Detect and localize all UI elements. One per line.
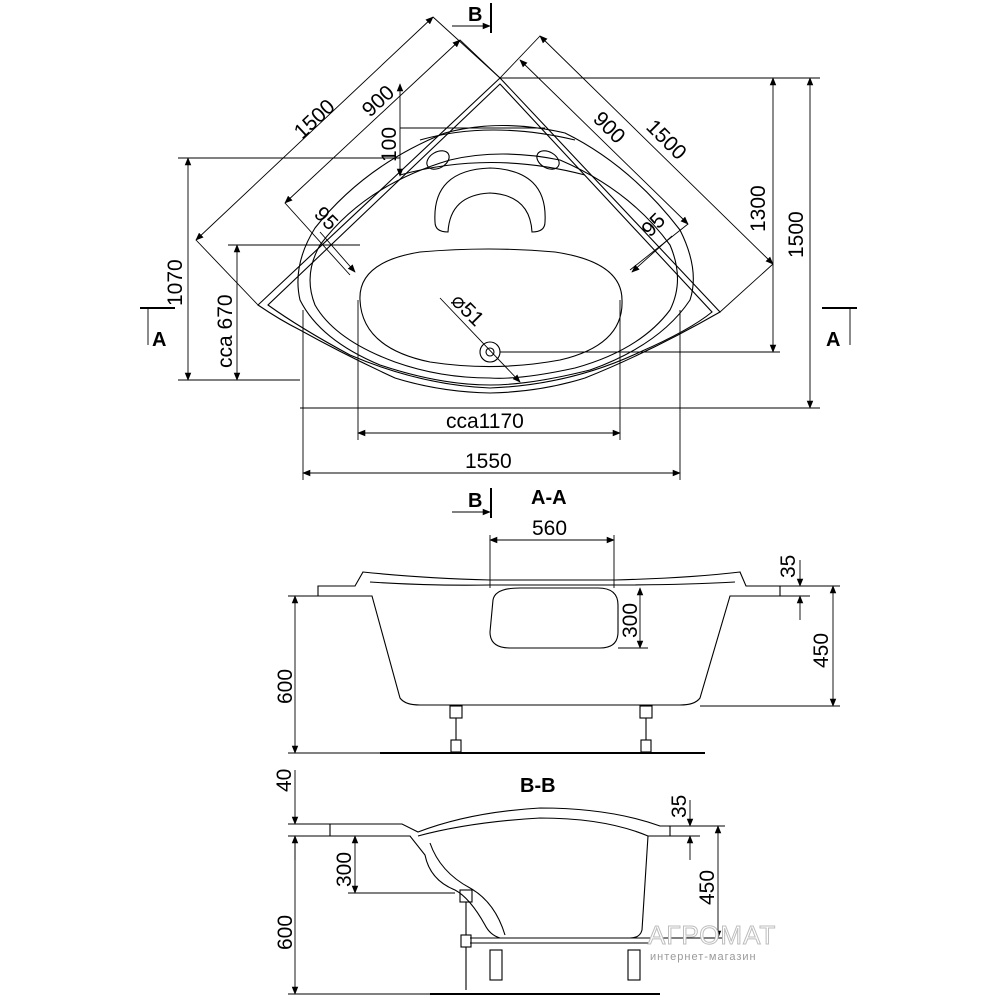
dim-40-bb: 40: [273, 769, 296, 792]
dim-600-aa: 600: [274, 669, 297, 704]
dim-900-right: 900: [588, 107, 629, 148]
dim-100-top: 100: [378, 127, 401, 162]
dim-300-bb: 300: [333, 852, 356, 887]
dim-450-aa: 450: [810, 633, 833, 668]
dim-drain: ⌀51: [446, 289, 488, 331]
watermark-tagline: интернет-магазин: [650, 951, 757, 963]
dim-1500-right: 1500: [641, 115, 690, 164]
dim-600-bb: 600: [274, 915, 297, 950]
dim-450-bb: 450: [696, 870, 719, 905]
dim-560: 560: [532, 517, 567, 540]
section-aa-marker-b: B: [468, 490, 482, 512]
section-b-b-title: B-B: [520, 775, 556, 797]
plan-view: [140, 3, 857, 480]
dim-cca1170: cca1170: [446, 410, 524, 433]
dim-300-aa: 300: [619, 603, 642, 638]
dim-1500-left: 1500: [290, 95, 340, 144]
section-b-b: [288, 770, 725, 995]
section-a-a-title: A-A: [531, 487, 567, 509]
watermark-brand: АГРОМАТ: [648, 920, 776, 950]
dim-1550: 1550: [465, 450, 512, 473]
dim-900-left: 900: [358, 81, 399, 122]
section-marker-a-left: A: [152, 329, 166, 351]
dim-cca-670: cca 670: [214, 294, 237, 368]
dim-1300: 1300: [747, 185, 770, 232]
dim-35-bb: 35: [668, 795, 691, 818]
dim-1070: 1070: [164, 259, 187, 306]
section-marker-b-top: B: [468, 4, 482, 26]
dim-1500-vertical: 1500: [785, 211, 808, 258]
section-marker-a-right: A: [826, 329, 840, 351]
section-a-a: [288, 488, 840, 754]
dim-35-aa: 35: [777, 555, 800, 578]
